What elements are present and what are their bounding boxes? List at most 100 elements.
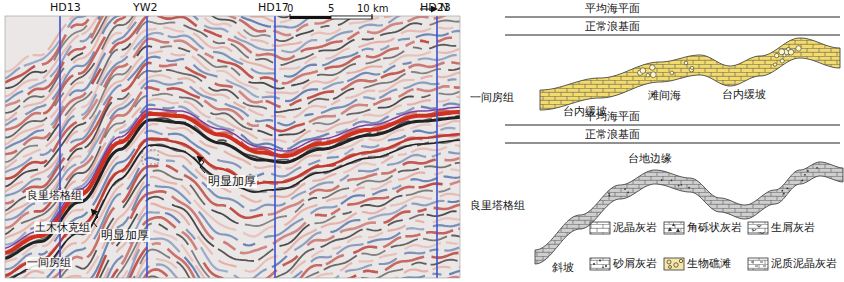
seismic-trace xyxy=(418,209,427,211)
formation-label: 良里塔格组 xyxy=(26,190,83,202)
seismic-trace xyxy=(312,276,339,278)
seismic-trace xyxy=(155,186,191,204)
seismic-trace xyxy=(448,79,457,80)
seismic-trace xyxy=(198,236,213,254)
grain-dot xyxy=(804,174,806,176)
seismic-trace xyxy=(409,215,424,220)
seismic-trace xyxy=(152,243,161,244)
seismic-trace xyxy=(5,118,17,125)
seismic-trace xyxy=(189,16,198,20)
legend-swatch xyxy=(590,222,768,270)
seismic-trace xyxy=(266,91,299,93)
north-label: N xyxy=(440,2,448,14)
seismic-trace xyxy=(421,107,436,109)
seismic-trace xyxy=(181,185,190,194)
seismic-trace xyxy=(5,212,29,228)
seismic-trace xyxy=(311,256,332,262)
seismic-section xyxy=(5,16,460,278)
seismic-trace xyxy=(383,65,395,72)
seismic-trace xyxy=(243,226,276,236)
seismic-trace xyxy=(23,149,41,157)
seismic-trace xyxy=(89,66,131,120)
limestone-band xyxy=(540,38,840,110)
horizon-peak xyxy=(5,134,460,275)
legend-text: 泥质泥晶灰岩 xyxy=(771,258,837,270)
seismic-trace xyxy=(131,191,167,218)
seismic-trace xyxy=(363,271,378,272)
seismic-trace xyxy=(204,263,246,278)
seismic-trace xyxy=(445,158,460,160)
grain-dot xyxy=(627,191,629,193)
seismic-trace xyxy=(5,200,14,203)
seismic-trace xyxy=(171,54,186,56)
seismic-trace xyxy=(366,59,381,64)
seismic-trace xyxy=(398,169,419,173)
seismic-trace xyxy=(266,124,305,132)
seismic-trace xyxy=(218,140,227,141)
seismic-trace xyxy=(296,24,308,31)
seismic-trace xyxy=(420,41,429,43)
seismic-trace xyxy=(68,47,86,56)
seismic-trace xyxy=(291,191,306,199)
formation-label: 土木休克组 xyxy=(34,222,91,234)
seismic-trace xyxy=(163,28,184,32)
seismic-trace xyxy=(128,57,161,81)
seismic-trace xyxy=(166,160,175,163)
legend-text: 生屑灰岩 xyxy=(771,222,815,234)
seismic-trace xyxy=(150,177,177,184)
seismic-trace xyxy=(5,124,44,145)
seismic-trace xyxy=(411,147,447,152)
seismic-trace xyxy=(419,184,443,188)
seismic-trace xyxy=(381,156,393,163)
seismic-trace xyxy=(5,80,38,97)
seismic-trace xyxy=(23,133,50,146)
seismic-trace xyxy=(240,247,267,254)
seismic-trace xyxy=(438,49,459,53)
seismic-trace xyxy=(455,162,460,164)
seismic-trace xyxy=(271,116,286,117)
horizon-trough xyxy=(5,140,460,278)
seismic-trace xyxy=(250,203,286,210)
seismic-trace xyxy=(432,253,459,258)
seismic-trace xyxy=(107,266,149,278)
seismic-trace xyxy=(193,33,232,51)
seismic-trace xyxy=(404,270,428,273)
seismic-trace xyxy=(404,83,440,89)
seismic-trace xyxy=(449,271,460,275)
seismic-trace xyxy=(5,100,20,106)
seismic-trace xyxy=(431,260,458,265)
seismic-trace xyxy=(448,201,460,202)
seismic-trace xyxy=(434,172,443,175)
seismic-trace xyxy=(406,228,424,229)
seismic-trace xyxy=(347,197,389,205)
wave-base-label: 正常浪基面 xyxy=(585,21,640,33)
grain-dot xyxy=(786,187,788,189)
seismic-trace xyxy=(412,263,427,265)
seismic-trace xyxy=(345,91,375,99)
seismic-trace xyxy=(411,178,438,181)
seismic-trace xyxy=(361,269,403,278)
seismic-trace xyxy=(33,54,45,56)
seismic-trace xyxy=(440,194,460,197)
seismic-trace xyxy=(388,16,400,23)
seismic-trace xyxy=(290,100,302,106)
seismic-trace xyxy=(347,32,359,39)
seismic-trace xyxy=(359,25,383,29)
seismic-trace xyxy=(262,97,280,99)
grain-dot xyxy=(624,188,626,190)
seismic-trace xyxy=(406,42,415,47)
seismic-trace xyxy=(457,96,460,98)
seismic-trace xyxy=(210,113,252,130)
seismic-trace xyxy=(284,205,317,225)
grain-dot xyxy=(816,167,818,169)
seismic-trace xyxy=(146,197,164,202)
seismic-trace xyxy=(278,129,305,135)
seismic-trace xyxy=(423,236,447,240)
seismic-trace xyxy=(438,99,450,101)
seismic-trace xyxy=(403,62,412,64)
seismic-trace xyxy=(5,151,17,155)
seismic-trace xyxy=(277,121,295,125)
seismic-trace xyxy=(312,174,336,181)
seismic-trace xyxy=(439,92,460,95)
leader-arrow xyxy=(92,210,98,227)
